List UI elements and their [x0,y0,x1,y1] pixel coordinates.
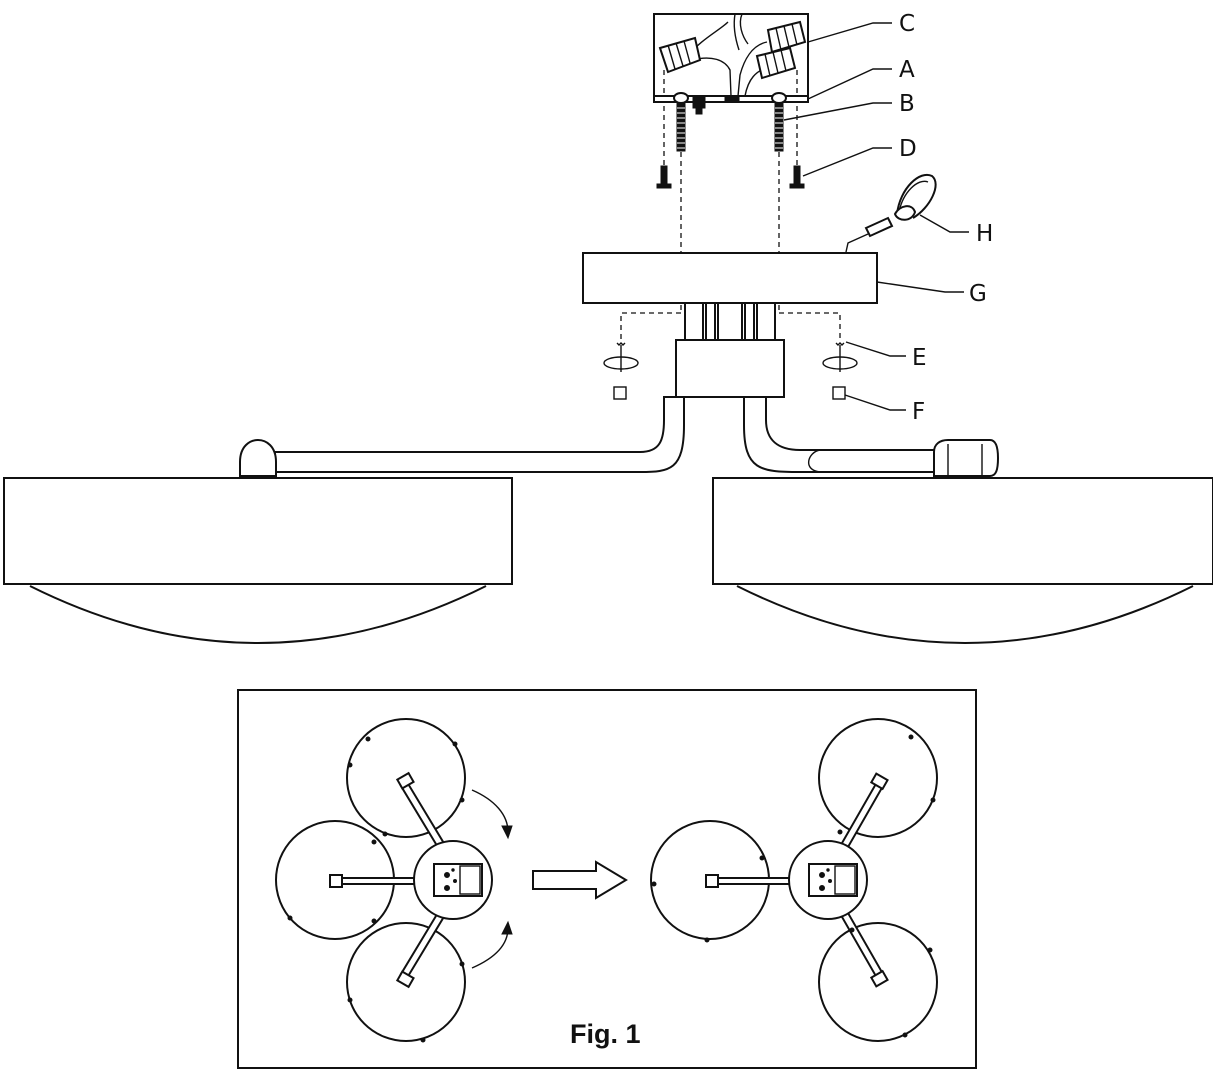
label-f: F [912,399,925,425]
wire-nut [658,36,702,74]
label-g: G [969,281,987,307]
label-e: E [912,345,927,371]
right-arm [743,396,1000,477]
cap-nut [613,386,627,400]
left-arm [239,396,685,477]
right-shade [712,477,1213,644]
canopy [582,252,878,304]
figure-caption: Fig. 1 [570,1019,641,1049]
decorative-nut [822,342,858,372]
transition-arrow [532,860,628,900]
safety-cable [845,173,937,253]
expanded-configuration [650,718,938,1042]
threaded-rod [673,92,689,152]
threaded-rod [771,92,787,152]
decorative-nut [603,342,639,372]
label-c: C [899,11,915,37]
mounting-bracket [653,95,809,115]
label-d: D [899,136,917,162]
mounting-screw [656,165,672,189]
figure-1-panel: Fig. 1 [237,689,977,1069]
left-shade [3,477,513,644]
label-b: B [899,91,915,117]
junction-box [653,13,809,97]
center-hub [675,302,785,398]
label-a: A [899,57,915,83]
wire-nut [766,20,807,54]
label-h: H [976,221,993,247]
mounting-screw [789,165,805,189]
folded-configuration [275,718,513,1043]
cap-nut [832,386,846,400]
wire-nut [755,46,797,80]
leader-lines [783,22,969,411]
